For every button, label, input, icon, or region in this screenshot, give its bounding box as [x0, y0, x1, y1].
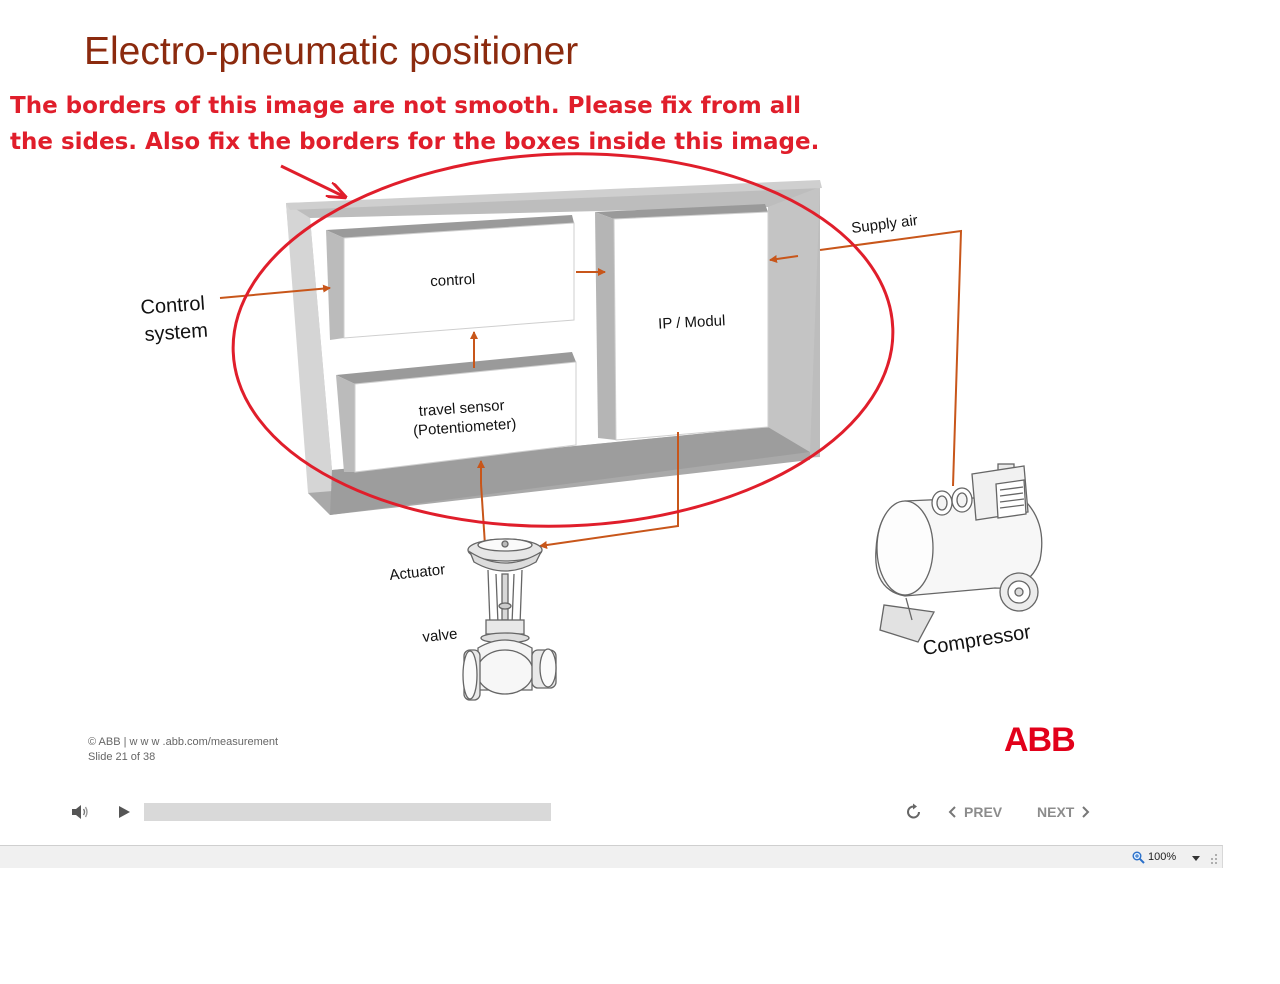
- red-annotation-marks: [231, 152, 895, 528]
- volume-button[interactable]: [70, 802, 90, 822]
- abb-logo: ABB: [1004, 721, 1076, 759]
- control-system-label-line2: system: [144, 320, 209, 346]
- zoom-icon: [1132, 851, 1145, 864]
- actuator-valve-illustration: [462, 538, 557, 701]
- prev-label: PREV: [964, 804, 1003, 820]
- compressor-label: Compressor: [921, 621, 1032, 660]
- signal-arrows: [219, 229, 963, 549]
- progress-bar[interactable]: [144, 803, 551, 821]
- travel-sensor-block: [336, 352, 577, 473]
- play-icon: [119, 806, 130, 818]
- player-controls: PREV NEXT: [0, 792, 1222, 832]
- chevron-right-icon: [1082, 806, 1090, 818]
- replay-icon: [907, 803, 920, 819]
- footer-copyright: © ABB | w w w .abb.com/measurement: [88, 736, 279, 748]
- zoom-dropdown-button[interactable]: [1190, 851, 1202, 863]
- valve-label: valve: [422, 625, 459, 646]
- supply-air-label: Supply air: [850, 212, 918, 237]
- volume-icon: [72, 805, 88, 819]
- next-label: NEXT: [1037, 804, 1075, 820]
- slide-title: Electro-pneumatic positioner: [84, 30, 579, 73]
- control-system-label-line1: Control: [140, 293, 206, 319]
- status-bar: 100%: [0, 845, 1223, 868]
- ip-module-block: [595, 204, 769, 441]
- actuator-label: Actuator: [389, 561, 446, 584]
- chevron-left-icon: [948, 806, 956, 818]
- positioner-diagram: control IP / Modul travel sensor (Potent…: [140, 152, 1043, 701]
- annotation-text: The borders of this image are not smooth…: [10, 93, 820, 155]
- control-block: [326, 215, 575, 340]
- prev-button[interactable]: PREV: [948, 802, 1002, 822]
- resize-grip-icon: [1211, 854, 1217, 864]
- zoom-control[interactable]: 100%: [1132, 849, 1176, 865]
- travel-sensor-label-line1: travel sensor: [418, 397, 505, 420]
- play-button[interactable]: [116, 802, 132, 822]
- compressor-illustration: [875, 463, 1043, 643]
- resize-grip[interactable]: [1208, 852, 1218, 864]
- control-box-label: control: [430, 271, 476, 290]
- chevron-down-icon: [1192, 856, 1200, 861]
- next-button[interactable]: NEXT: [1037, 802, 1090, 822]
- zoom-level: 100%: [1148, 851, 1177, 863]
- ip-module-label: IP / Modul: [658, 312, 726, 332]
- slide-counter: Slide 21 of 38: [88, 751, 156, 763]
- replay-button[interactable]: [904, 802, 924, 822]
